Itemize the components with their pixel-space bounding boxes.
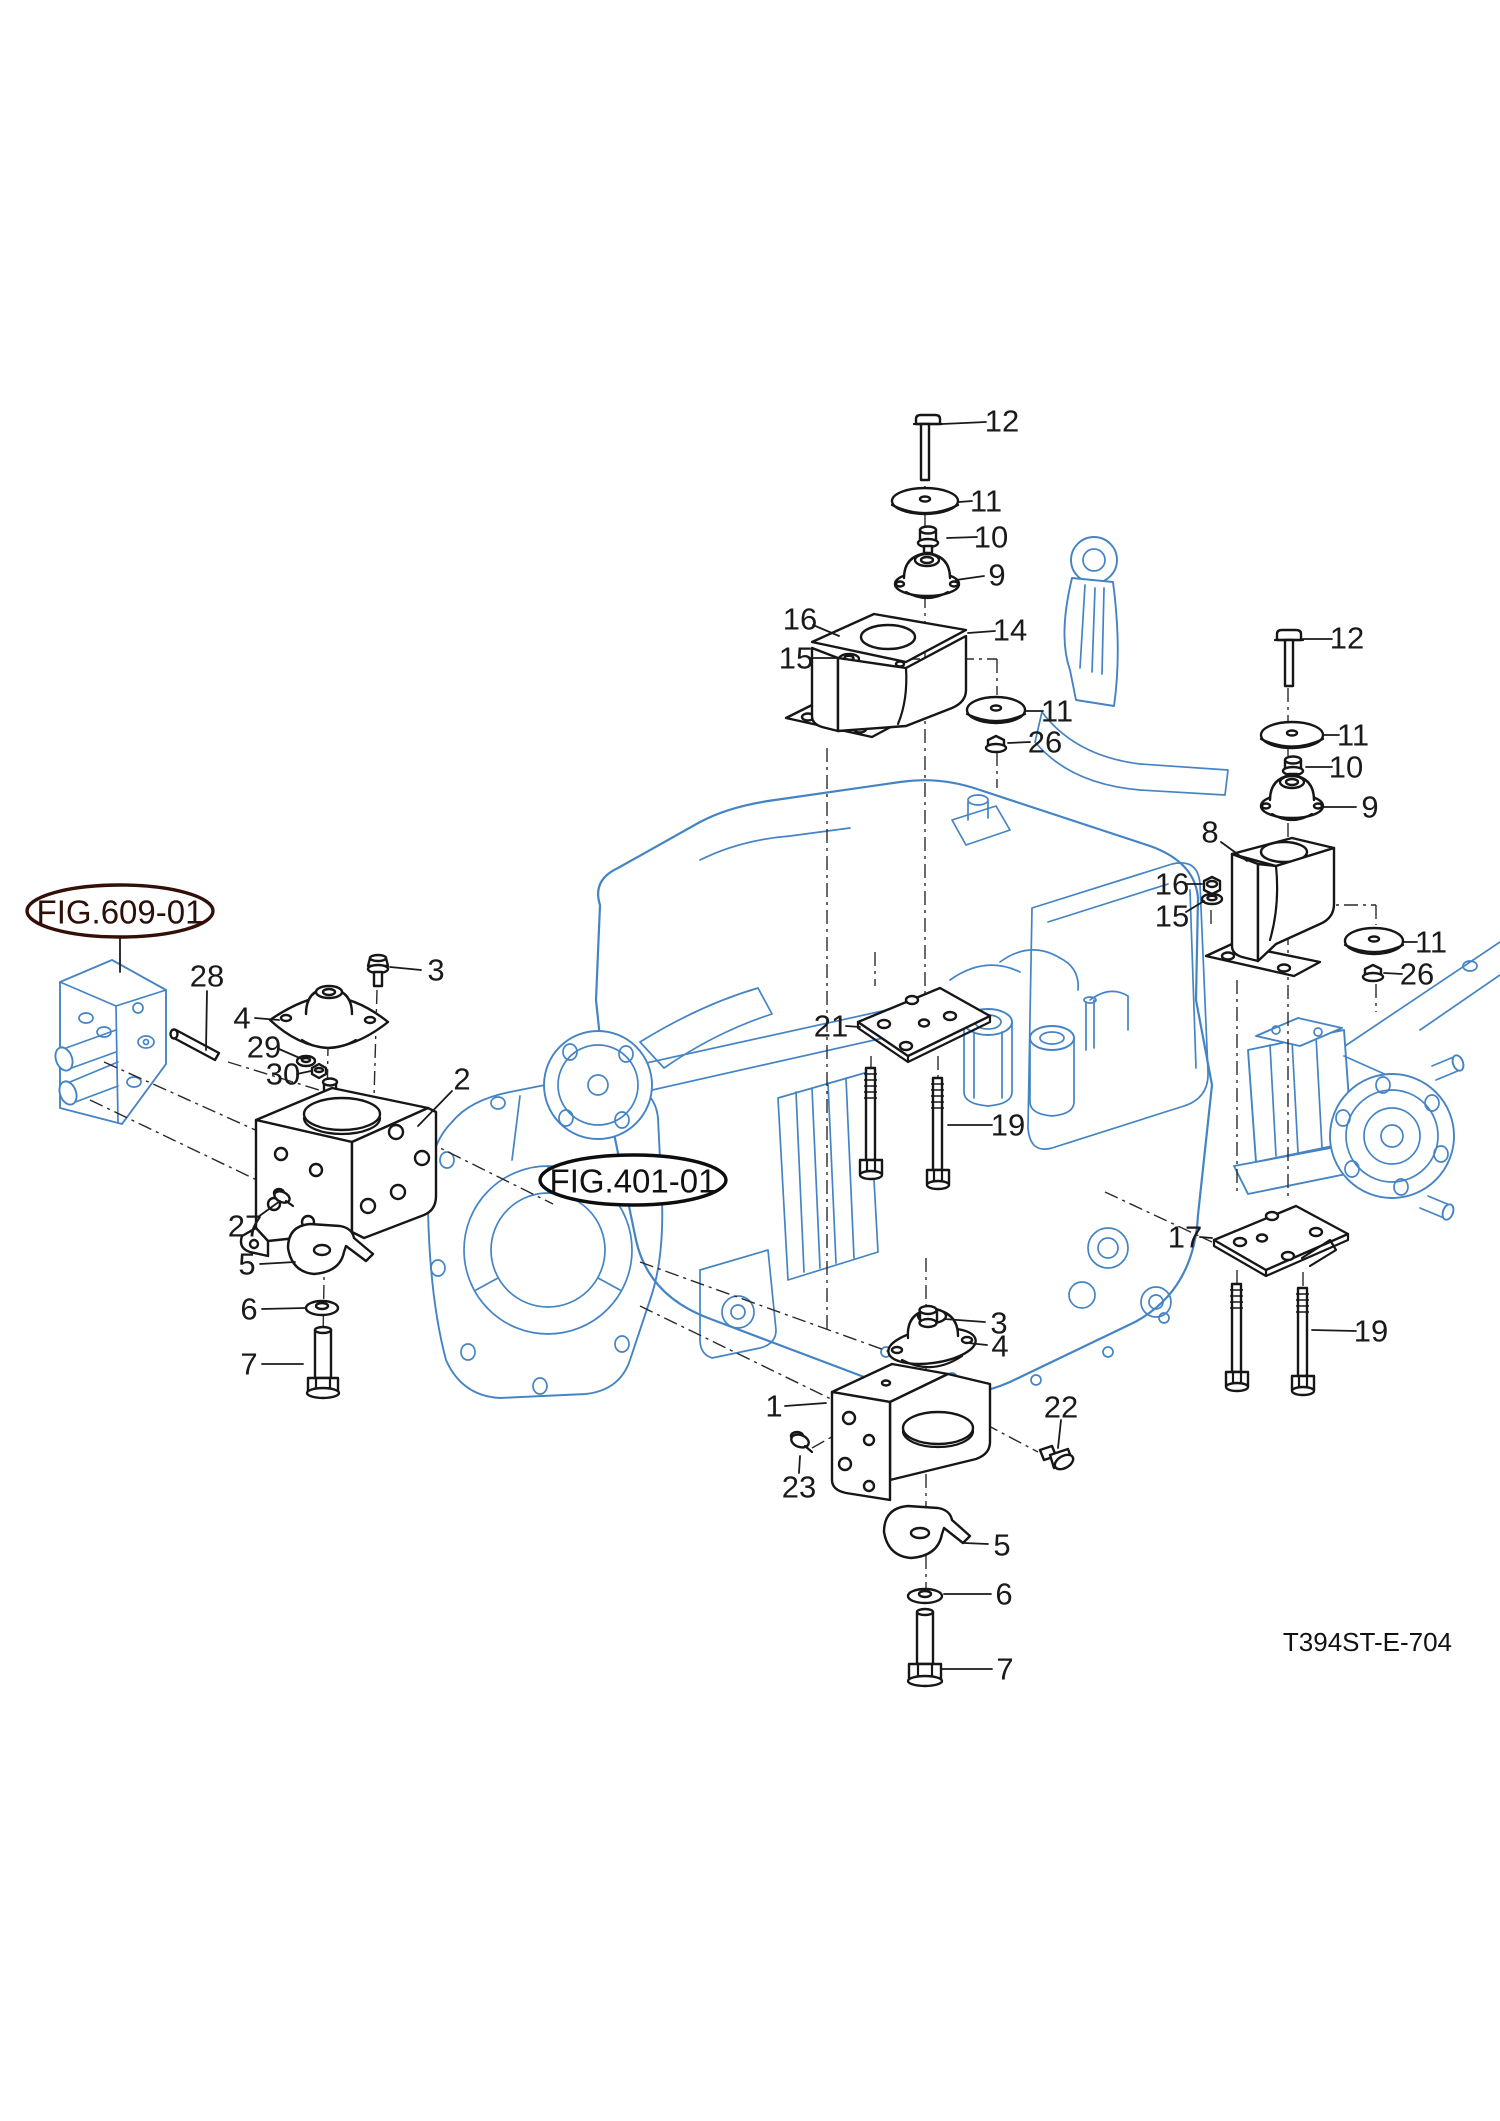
callout-15-right[interactable]: 15 [1155, 899, 1189, 934]
callout-9-top[interactable]: 9 [988, 558, 1005, 593]
callout-30[interactable]: 30 [266, 1057, 300, 1092]
hydraulic-pump-art [54, 959, 167, 1125]
part-bolt-19-mid-a [858, 1066, 884, 1181]
part-bracket-8 [1204, 836, 1336, 978]
callout-5-left[interactable]: 5 [238, 1247, 255, 1282]
diagram-code: T394ST-E-704 [1283, 1627, 1452, 1657]
part-washer-11-right-top [1259, 720, 1325, 750]
callout-26-right[interactable]: 26 [1400, 957, 1434, 992]
part-mount-9-top [893, 551, 961, 600]
part-plate-21 [856, 986, 992, 1064]
part-nut-30 [310, 1062, 328, 1080]
part-bolt-12-top [912, 413, 944, 482]
callout-22[interactable]: 22 [1044, 1390, 1078, 1425]
part-washer-29 [295, 1054, 317, 1068]
part-bolt-7-left [305, 1325, 341, 1400]
callout-3-bottom[interactable]: 3 [990, 1306, 1007, 1341]
callout-29[interactable]: 29 [247, 1030, 281, 1065]
callout-16-top[interactable]: 16 [783, 602, 817, 637]
callout-26-mid[interactable]: 26 [1028, 725, 1062, 760]
part-washer-6-left [304, 1299, 340, 1317]
callout-11-mid[interactable]: 11 [1041, 694, 1073, 729]
callout-11-top[interactable]: 11 [970, 484, 1002, 519]
lift-arm-art [1034, 536, 1229, 796]
part-bolt-19-right-b [1290, 1286, 1316, 1397]
callout-labels: 28 3 4 29 30 2 27 5 6 7 12 11 10 9 16 15… [190, 404, 1447, 1687]
part-bracket-2 [239, 1077, 438, 1258]
part-nut-26-right [1361, 963, 1385, 983]
callout-6-left[interactable]: 6 [240, 1292, 257, 1327]
part-washer-15-right [1200, 892, 1224, 906]
part-washer-11-mid [965, 695, 1027, 725]
callout-11-right-top[interactable]: 11 [1337, 718, 1369, 753]
part-bolt-3-left [366, 953, 390, 988]
callout-4-bottom[interactable]: 4 [991, 1329, 1008, 1364]
callout-10-right[interactable]: 10 [1329, 750, 1363, 785]
fig-ref-609-01[interactable]: FIG.609-01 [25, 883, 215, 939]
callout-27[interactable]: 27 [228, 1209, 262, 1244]
fig-ref-401-01[interactable]: FIG.401-01 [538, 1153, 728, 1207]
part-mount-4-left [268, 984, 390, 1050]
part-nut-16-right [1202, 875, 1222, 896]
part-bolt-12-right [1273, 628, 1305, 688]
callout-7-bottom[interactable]: 7 [996, 1652, 1013, 1687]
part-nut-3-bottom [918, 1304, 939, 1329]
callout-12-right[interactable]: 12 [1330, 621, 1364, 656]
part-plate-5-bottom [882, 1504, 972, 1560]
part-washer-11-top [890, 486, 960, 516]
part-pin-28 [169, 1028, 221, 1062]
callout-12-top[interactable]: 12 [985, 404, 1019, 439]
callout-16-right[interactable]: 16 [1155, 867, 1189, 902]
part-nut-26-mid [984, 734, 1008, 754]
part-washer-11-right-bottom [1343, 926, 1405, 956]
part-bracket-14 [784, 612, 968, 739]
fig-ref-401-01-label: FIG.401-01 [550, 1163, 717, 1200]
part-bolt-22 [1038, 1444, 1075, 1471]
part-bolt-19-right-a [1224, 1282, 1250, 1393]
fig-ref-609-01-label: FIG.609-01 [37, 894, 204, 931]
callout-9-right[interactable]: 9 [1361, 790, 1378, 825]
callout-19-mid[interactable]: 19 [991, 1108, 1025, 1143]
callout-7-left[interactable]: 7 [240, 1347, 257, 1382]
leader-lines [119, 421, 1418, 1670]
part-plate-5-left [286, 1222, 375, 1276]
rear-axle-art [1233, 1017, 1465, 1221]
callout-21[interactable]: 21 [814, 1009, 848, 1044]
callout-5-bottom[interactable]: 5 [993, 1528, 1010, 1563]
callout-28[interactable]: 28 [190, 959, 224, 994]
callout-4-left[interactable]: 4 [233, 1001, 250, 1036]
part-mount-9-right [1259, 773, 1325, 822]
callout-3-left[interactable]: 3 [427, 953, 444, 988]
callout-2[interactable]: 2 [453, 1062, 470, 1097]
part-washer-6-bottom [906, 1587, 944, 1605]
callout-6-bottom[interactable]: 6 [995, 1577, 1012, 1612]
callout-14[interactable]: 14 [993, 613, 1027, 648]
part-bolt-19-mid-b [925, 1076, 951, 1191]
callout-19-right[interactable]: 19 [1354, 1314, 1388, 1349]
callout-10-top[interactable]: 10 [974, 520, 1008, 555]
callout-23[interactable]: 23 [782, 1470, 816, 1505]
callout-15-top[interactable]: 15 [779, 641, 813, 676]
callout-11-right-bottom[interactable]: 11 [1415, 925, 1447, 960]
callout-17[interactable]: 17 [1168, 1220, 1202, 1255]
callout-8[interactable]: 8 [1201, 815, 1218, 850]
part-plate-17 [1212, 1204, 1350, 1278]
part-bolt-7-bottom [906, 1607, 944, 1688]
part-nut-10-top [916, 525, 940, 555]
callout-1[interactable]: 1 [765, 1389, 782, 1424]
part-bracket-1 [830, 1362, 992, 1502]
part-bolt-23 [789, 1430, 814, 1454]
